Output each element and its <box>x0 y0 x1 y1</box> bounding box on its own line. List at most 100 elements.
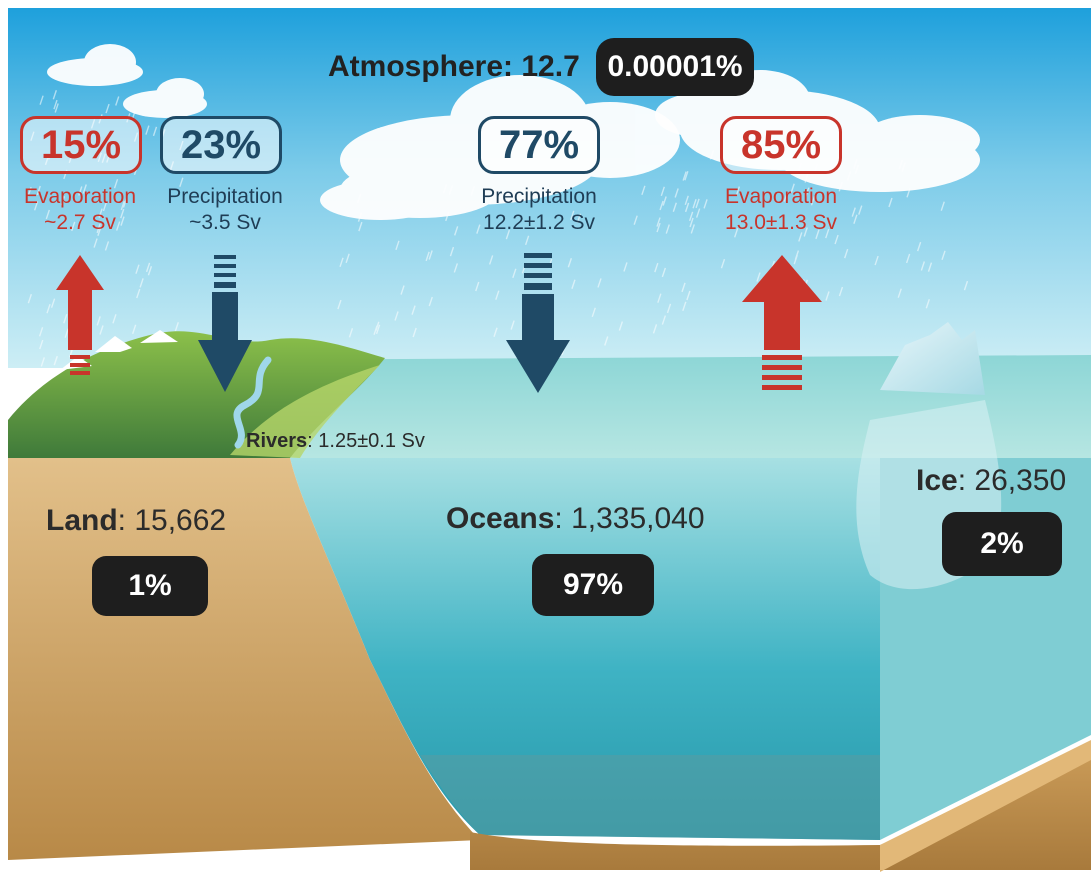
rain-streak <box>901 162 906 172</box>
rain-streak <box>666 303 672 314</box>
land-evaporation-caption: Evaporation ~2.7 Sv <box>6 184 154 236</box>
rain-streak <box>104 241 110 251</box>
rain-streak <box>672 202 677 212</box>
atmosphere-name: Atmosphere <box>328 50 504 83</box>
rain-streak <box>838 182 843 192</box>
rain-streak <box>147 266 153 276</box>
rain-streak <box>681 282 686 293</box>
rain-streak <box>122 198 128 208</box>
land-name: Land <box>46 504 118 537</box>
rain-streak <box>618 321 624 331</box>
rain-streak <box>661 315 667 325</box>
rain-streak <box>682 171 687 181</box>
rain-streak <box>400 285 405 295</box>
rain-streak <box>689 217 694 228</box>
rain-streak <box>703 199 708 209</box>
rain-streak <box>46 303 51 314</box>
rain-streak <box>50 298 56 308</box>
rain-streak <box>45 209 50 220</box>
ocean-precipitation-amount: 12.2±1.2 Sv <box>483 211 595 234</box>
rain-streak <box>783 192 788 202</box>
rain-streak <box>505 229 511 240</box>
ocean-deep <box>420 755 880 840</box>
rain-streak <box>571 279 576 289</box>
rain-streak <box>661 267 667 278</box>
land-percent-box: 1% <box>92 556 208 616</box>
rain-streak <box>510 320 515 330</box>
rain-streak <box>695 208 701 218</box>
rain-streak <box>139 278 144 288</box>
rain-streak <box>735 186 741 196</box>
rain-streak <box>803 227 808 237</box>
rain-streak <box>113 178 119 189</box>
rain-streak <box>660 186 665 197</box>
rain-streak <box>495 290 500 300</box>
rain-streak <box>98 208 103 218</box>
rain-streak <box>641 185 646 196</box>
rain-streak <box>145 125 150 135</box>
arrow-ocean-precipitation <box>506 253 570 393</box>
rain-streak <box>112 314 117 324</box>
rain-streak <box>853 214 858 224</box>
rain-streak <box>449 246 455 257</box>
land-precipitation-percent: 23% <box>160 116 282 174</box>
rain-streak <box>810 196 816 206</box>
atmosphere-value: 12.7 <box>521 50 580 83</box>
rain-streak <box>348 328 354 338</box>
ocean-precipitation-caption: Precipitation 12.2±1.2 Sv <box>462 184 616 236</box>
rain-streak <box>489 194 494 205</box>
rain-streak <box>63 314 68 324</box>
land-precipitation-label: Precipitation <box>167 185 283 208</box>
land-evaporation-percent: 15% <box>20 116 142 174</box>
hills-light <box>230 365 380 458</box>
rain-streak <box>927 262 933 272</box>
land-reservoir-label: Land: 15,662 <box>46 504 227 537</box>
rain-streak <box>357 193 362 203</box>
ice-percent-box: 2% <box>942 512 1062 576</box>
rain-streak <box>358 221 363 232</box>
rain-streak <box>720 258 726 269</box>
rain-streak <box>858 205 863 215</box>
rain-streak <box>888 197 893 208</box>
rain-streak <box>916 241 922 252</box>
rain-streak <box>805 187 810 197</box>
rain-streak <box>115 96 120 106</box>
cloud-left <box>47 44 207 118</box>
rain-streak <box>36 185 41 196</box>
rain-streak <box>375 321 380 332</box>
atmosphere-percent-box: 0.00001% <box>596 38 754 96</box>
rain-streak <box>115 221 121 231</box>
rain-streak <box>152 126 158 137</box>
rain-streak <box>96 223 101 234</box>
rain-streak <box>470 186 475 196</box>
rain-streak <box>99 325 104 335</box>
rain-streak <box>815 229 820 240</box>
rain-streak <box>940 201 945 211</box>
rain-streak <box>453 263 459 273</box>
rain-streak <box>570 210 575 221</box>
rain-streak <box>838 286 844 297</box>
rain-streak <box>27 186 32 197</box>
rain-streak <box>39 339 44 350</box>
rain-streak <box>656 217 661 227</box>
rain-streak <box>906 188 911 198</box>
rain-streak <box>684 202 690 213</box>
atmosphere-label: Atmosphere: 12.7 <box>328 50 580 83</box>
rain-streak <box>905 253 911 264</box>
land-evaporation-label: Evaporation <box>23 185 137 208</box>
rain-streak <box>874 255 879 266</box>
rain-streak <box>339 257 344 268</box>
river <box>233 356 272 449</box>
oceans-reservoir-label: Oceans: 1,335,040 <box>446 502 705 535</box>
rain-streak <box>690 224 695 234</box>
arrow-land-precipitation <box>198 255 252 392</box>
ocean-evaporation-amount: 13.0±1.3 Sv <box>725 211 837 234</box>
oceans-percent-box: 97% <box>532 554 654 616</box>
arrow-land-evaporation <box>56 255 104 375</box>
rain-streak <box>105 103 110 114</box>
ocean-precipitation-label: Precipitation <box>481 185 597 208</box>
rain-streak <box>375 324 381 335</box>
ocean-precipitation-percent: 77% <box>478 116 600 174</box>
ocean-front <box>240 458 880 840</box>
